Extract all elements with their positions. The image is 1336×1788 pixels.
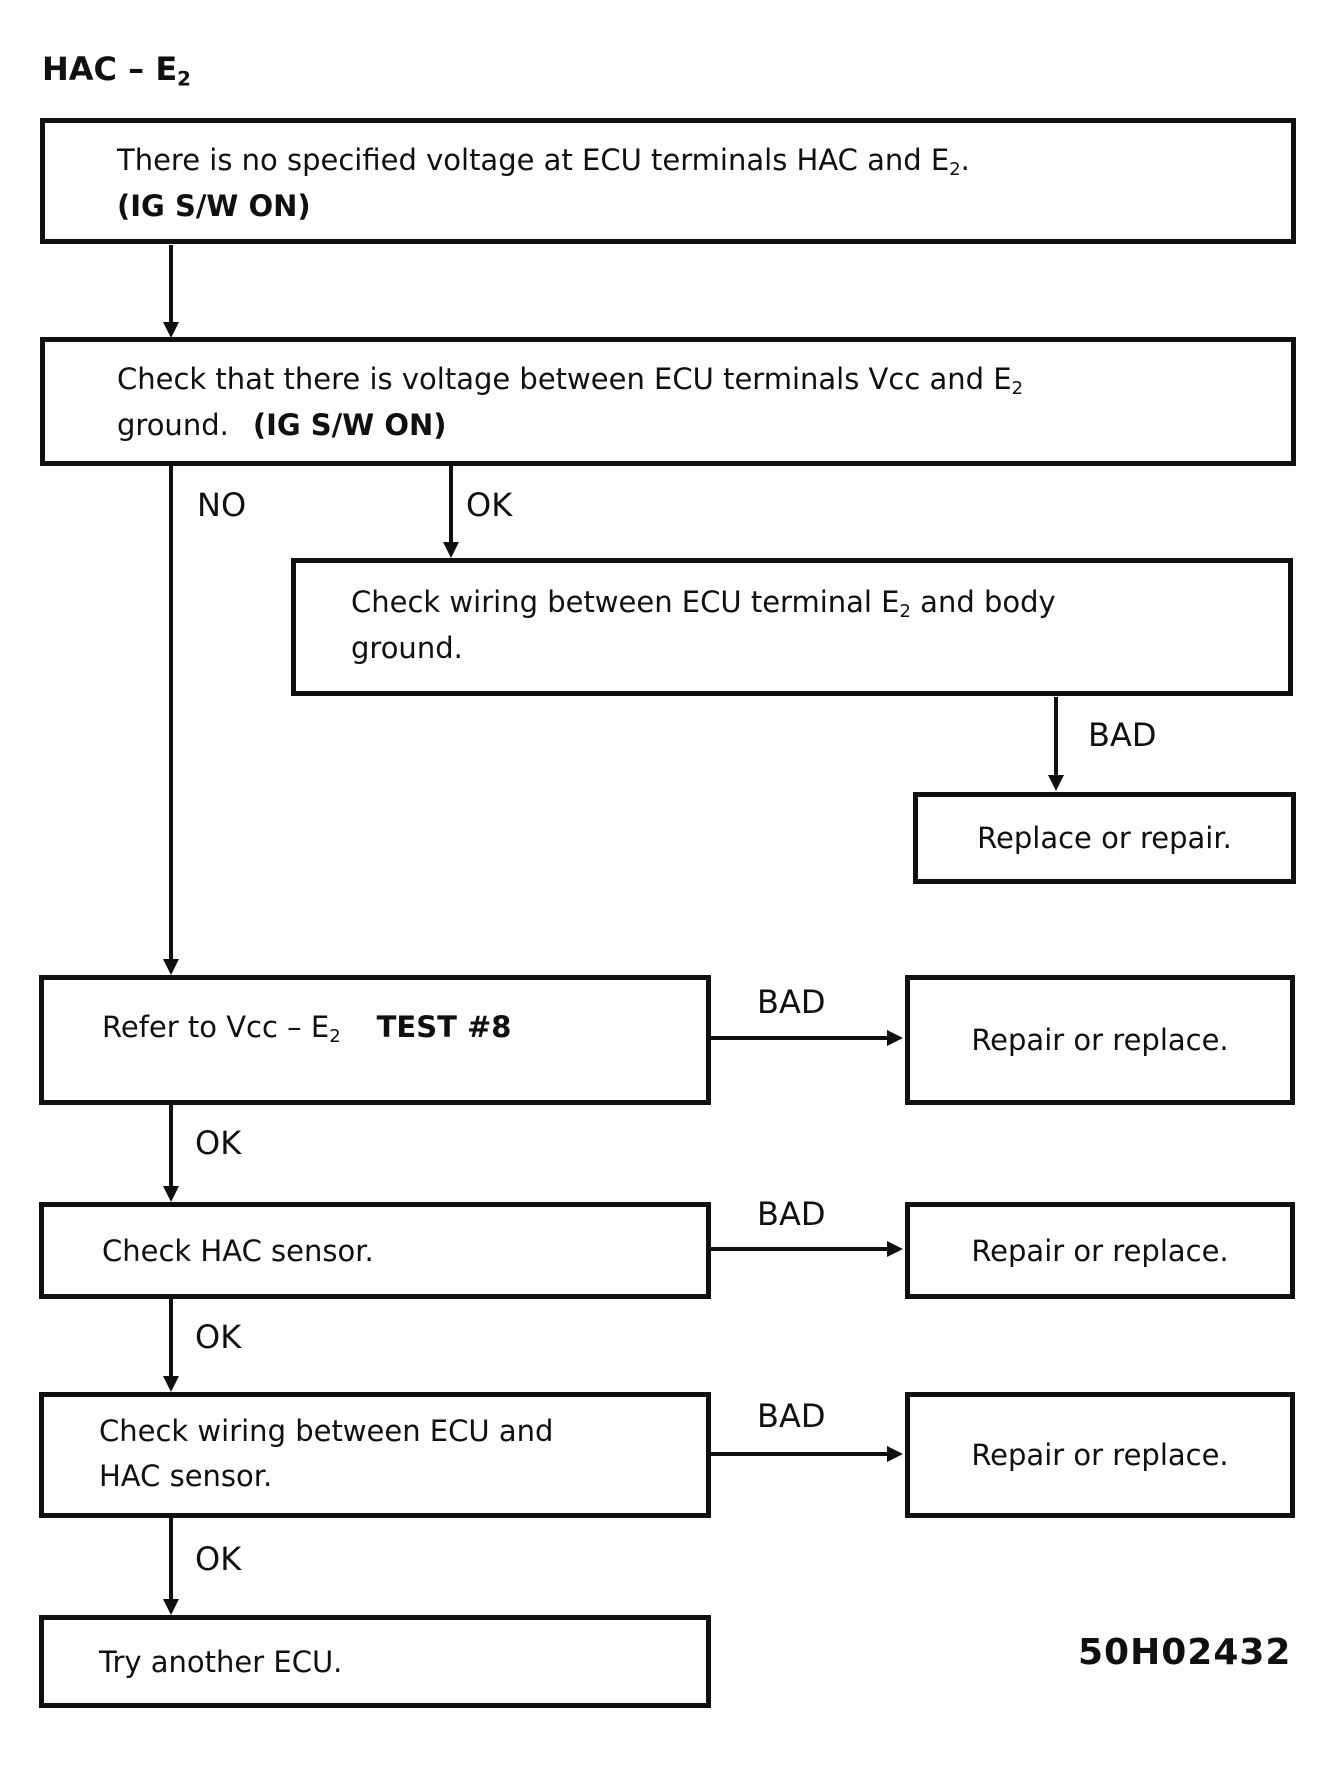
edge-label-bad-hac: BAD xyxy=(757,1195,826,1233)
box-repair-or-replace-3: Repair or replace. xyxy=(905,1392,1295,1518)
box-check-vcc-voltage: Check that there is voltage between ECU … xyxy=(40,337,1296,466)
e2-subscript: 2 xyxy=(949,159,961,181)
box-check-vcc-line2: ground. (IG S/W ON) xyxy=(117,402,1281,448)
edge-label-ok-vcc: OK xyxy=(466,486,513,524)
page-title-subscript: 2 xyxy=(177,67,191,91)
box-no-voltage-line1-text: There is no specified voltage at ECU ter… xyxy=(117,143,950,177)
edge-label-ok-test8: OK xyxy=(195,1124,242,1162)
arrowhead-bad-hac xyxy=(887,1241,903,1257)
connector-ok-test8-line xyxy=(169,1105,173,1187)
arrowhead-ok-wiring xyxy=(163,1599,179,1615)
box-check-vcc-line2-text: ground. xyxy=(117,408,229,442)
arrowhead-ok-hac xyxy=(163,1376,179,1392)
connector-box1-box2-line xyxy=(169,245,173,325)
connector-ok-wiring-line xyxy=(169,1518,173,1600)
connector-bad-hac-line xyxy=(711,1247,889,1251)
box-check-wiring-e2-line1-tail: and body xyxy=(910,585,1056,619)
ig-sw-on-text: (IG S/W ON) xyxy=(252,408,447,442)
box-repair-or-replace-1-text: Repair or replace. xyxy=(971,1023,1229,1057)
box-check-wiring-ecu-hac-line2: HAC sensor. xyxy=(99,1459,273,1493)
arrowhead-ok-vcc xyxy=(443,542,459,558)
box-check-wiring-e2-line1-text: Check wiring between ECU terminal E xyxy=(351,585,900,619)
edge-label-no: NO xyxy=(197,486,247,524)
box-replace-or-repair-text: Replace or repair. xyxy=(977,821,1232,855)
arrowhead-box1-box2 xyxy=(163,322,179,338)
arrowhead-bad-test8 xyxy=(887,1030,903,1046)
edge-label-bad-test8: BAD xyxy=(757,983,826,1021)
e2-subscript: 2 xyxy=(329,1026,341,1048)
arrowhead-no xyxy=(163,959,179,975)
edge-label-bad-ground: BAD xyxy=(1088,716,1157,754)
box-check-wiring-e2-line2: ground. xyxy=(351,631,463,665)
box-refer-vcc-e2-test8: Refer to Vcc – E2 TEST #8 xyxy=(39,975,711,1105)
box-try-another-ecu: Try another ECU. xyxy=(39,1615,711,1708)
e2-subscript: 2 xyxy=(899,601,911,623)
box-check-wiring-e2: Check wiring between ECU terminal E2 and… xyxy=(291,558,1293,696)
connector-bad-ground-line xyxy=(1054,697,1058,777)
test8-text: TEST #8 xyxy=(376,1010,512,1044)
box-repair-or-replace-2: Repair or replace. xyxy=(905,1202,1295,1299)
edge-label-ok-hac: OK xyxy=(195,1318,242,1356)
connector-ok-vcc-line xyxy=(449,466,453,544)
box-refer-text: Refer to Vcc – E xyxy=(102,1010,330,1044)
page-title: HAC – E2 xyxy=(42,50,191,91)
edge-label-ok-wiring: OK xyxy=(195,1540,242,1578)
box-check-vcc-line1: Check that there is voltage between ECU … xyxy=(117,356,1281,402)
box-refer-line: Refer to Vcc – E2 TEST #8 xyxy=(102,1004,696,1050)
box-repair-or-replace-1: Repair or replace. xyxy=(905,975,1295,1105)
arrowhead-bad-wiring xyxy=(887,1446,903,1462)
box-check-vcc-line1-text: Check that there is voltage between ECU … xyxy=(117,362,1012,396)
connector-no-line xyxy=(169,466,173,962)
box-no-voltage-line2: (IG S/W ON) xyxy=(117,189,311,223)
edge-label-bad-wiring: BAD xyxy=(757,1397,826,1435)
connector-bad-wiring-line xyxy=(711,1452,889,1456)
connector-bad-test8-line xyxy=(711,1036,889,1040)
e2-subscript: 2 xyxy=(1011,378,1024,400)
arrowhead-ok-test8 xyxy=(163,1186,179,1202)
box-try-another-ecu-text: Try another ECU. xyxy=(99,1644,343,1679)
box-check-hac-sensor: Check HAC sensor. xyxy=(39,1202,711,1299)
box-check-hac-sensor-text: Check HAC sensor. xyxy=(102,1233,374,1268)
box-check-wiring-ecu-hac-line1: Check wiring between ECU and xyxy=(99,1414,554,1448)
box-no-voltage: There is no specified voltage at ECU ter… xyxy=(40,118,1296,244)
box-replace-or-repair: Replace or repair. xyxy=(913,792,1296,884)
box-no-voltage-line1: There is no specified voltage at ECU ter… xyxy=(117,137,1281,183)
box-repair-or-replace-2-text: Repair or replace. xyxy=(971,1233,1229,1268)
box-check-wiring-ecu-hac: Check wiring between ECU and HAC sensor. xyxy=(39,1392,711,1518)
box-check-wiring-e2-line1: Check wiring between ECU terminal E2 and… xyxy=(351,579,1278,625)
box-repair-or-replace-3-text: Repair or replace. xyxy=(971,1438,1229,1472)
connector-ok-hac-line xyxy=(169,1299,173,1377)
figure-code: 50H02432 xyxy=(1078,1632,1292,1673)
page-title-text: HAC – E xyxy=(42,50,178,88)
box-no-voltage-line1-period: . xyxy=(960,143,970,177)
arrowhead-bad-ground xyxy=(1048,775,1064,791)
